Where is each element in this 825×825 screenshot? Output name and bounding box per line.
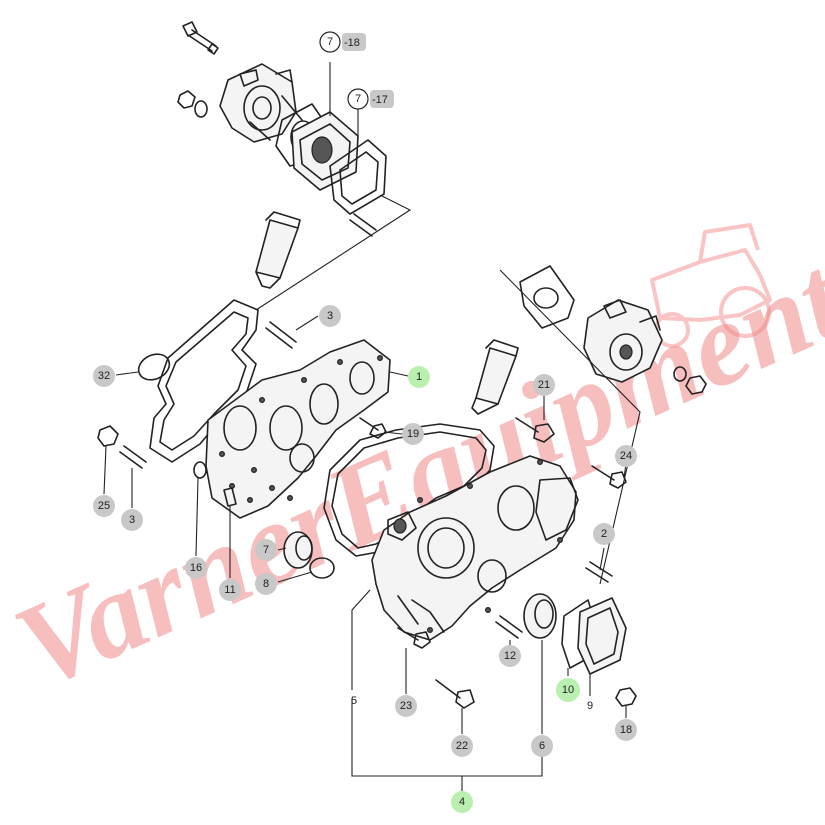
top-bracket-line (255, 195, 412, 311)
callout-19: 19 (402, 423, 424, 445)
reference-7-17-num: 7 (355, 93, 361, 105)
callout-1-label: 1 (416, 371, 422, 383)
callout-9-label: 9 (587, 700, 593, 712)
callout-24: 24 (615, 445, 637, 467)
top-bolt-icon (182, 21, 219, 55)
callout-3a-label: 3 (327, 310, 333, 322)
callout-12-label: 12 (504, 650, 516, 662)
watermark: VarnerEquipment (0, 223, 825, 714)
callout-8-label: 8 (263, 578, 269, 590)
callout-16: 16 (185, 557, 207, 579)
stud-2-icon (585, 561, 613, 583)
callout-25: 25 (93, 495, 115, 517)
reference-7-18-suffix: -18 (344, 37, 360, 49)
callout-22-label: 22 (456, 740, 468, 752)
callout-8: 8 (255, 573, 277, 595)
stud-3-left-icon (119, 445, 147, 469)
nut-18-icon (615, 687, 637, 707)
cover-9-icon (577, 597, 627, 675)
callout-32: 32 (93, 365, 115, 387)
callout-21-label: 21 (538, 379, 550, 391)
leader-lines (103, 315, 627, 792)
callout-5-label: 5 (351, 695, 357, 707)
callout-19-label: 19 (407, 428, 419, 440)
right-gasket-plate-icon (519, 265, 575, 329)
top-pump-body-icon (219, 63, 303, 143)
gear-case-housing-icon (371, 455, 579, 641)
callout-18: 18 (615, 719, 637, 741)
callout-21: 21 (533, 374, 555, 396)
reference-7-18: 7 -18 (319, 31, 366, 53)
reference-7-17: 7 -17 (347, 88, 394, 110)
callout-23-label: 23 (400, 700, 412, 712)
callout-24-label: 24 (620, 450, 632, 462)
nut-25-icon (97, 425, 119, 447)
o-ring-16-icon (193, 461, 207, 479)
callouts: 1 2 3 3 4 5 6 7 8 9 10 11 12 16 18 19 21… (93, 305, 637, 813)
callout-23: 23 (395, 695, 417, 717)
callout-6: 6 (531, 735, 553, 757)
callout-32-label: 32 (98, 370, 110, 382)
top-gasket-plate-icon (329, 139, 387, 215)
callout-22: 22 (451, 735, 473, 757)
bolt-22-icon (435, 679, 475, 709)
bolt-21-icon (515, 417, 555, 443)
bolt-23-icon (397, 627, 431, 649)
callout-3b-label: 3 (129, 514, 135, 526)
callout-1: 1 (408, 366, 430, 388)
callout-9: 9 (587, 700, 593, 712)
callout-2: 2 (593, 523, 615, 545)
callout-25-label: 25 (98, 500, 110, 512)
callout-18-label: 18 (620, 724, 632, 736)
seal-7-icon (283, 531, 313, 569)
callout-11: 11 (219, 579, 241, 601)
right-bracket-line (499, 269, 641, 585)
top-plate-icon (291, 111, 359, 191)
bracket-5-line (351, 589, 371, 690)
right-nut-icon (685, 375, 707, 395)
stud-3-top-icon (265, 321, 297, 349)
callout-10-label: 10 (562, 684, 574, 696)
bolt-24-icon (591, 465, 627, 489)
callout-4: 4 (451, 791, 473, 813)
right-pump-body-icon (583, 299, 663, 383)
callout-11-label: 11 (224, 584, 235, 596)
callout-6-label: 6 (539, 740, 545, 752)
top-pump-assembly (177, 21, 412, 311)
callout-3a: 3 (319, 305, 341, 327)
o-ring-32-icon (137, 353, 171, 381)
right-washer-icon (673, 366, 687, 382)
callout-10: 10 (556, 678, 580, 702)
sealant-tube-left-icon (255, 211, 301, 289)
top-stud-icon (349, 213, 377, 237)
bracket-4-line (351, 698, 543, 777)
reference-7-17-suffix: -17 (372, 94, 388, 106)
callout-5: 5 (351, 695, 357, 707)
callout-7: 7 (255, 539, 277, 561)
callout-12: 12 (499, 645, 521, 667)
pin-11-icon (223, 487, 237, 507)
callout-4-label: 4 (459, 796, 465, 808)
bolt-19-icon (359, 417, 387, 439)
watermark-tractor-icon (650, 223, 772, 348)
oil-seal-6-icon (523, 593, 557, 639)
watermark-text: VarnerEquipment (0, 230, 825, 714)
sealant-tube-right-icon (471, 339, 519, 415)
callout-16-label: 16 (190, 562, 202, 574)
top-nut-icon (177, 90, 208, 118)
right-pump-assembly (499, 265, 707, 585)
stud-12-icon (495, 615, 523, 639)
reference-7-18-num: 7 (327, 36, 333, 48)
o-ring-8-icon (309, 557, 335, 579)
callout-3b: 3 (121, 509, 143, 531)
front-plate-1-icon (205, 339, 391, 519)
callout-2-label: 2 (601, 528, 607, 540)
callout-7-label: 7 (263, 544, 269, 556)
